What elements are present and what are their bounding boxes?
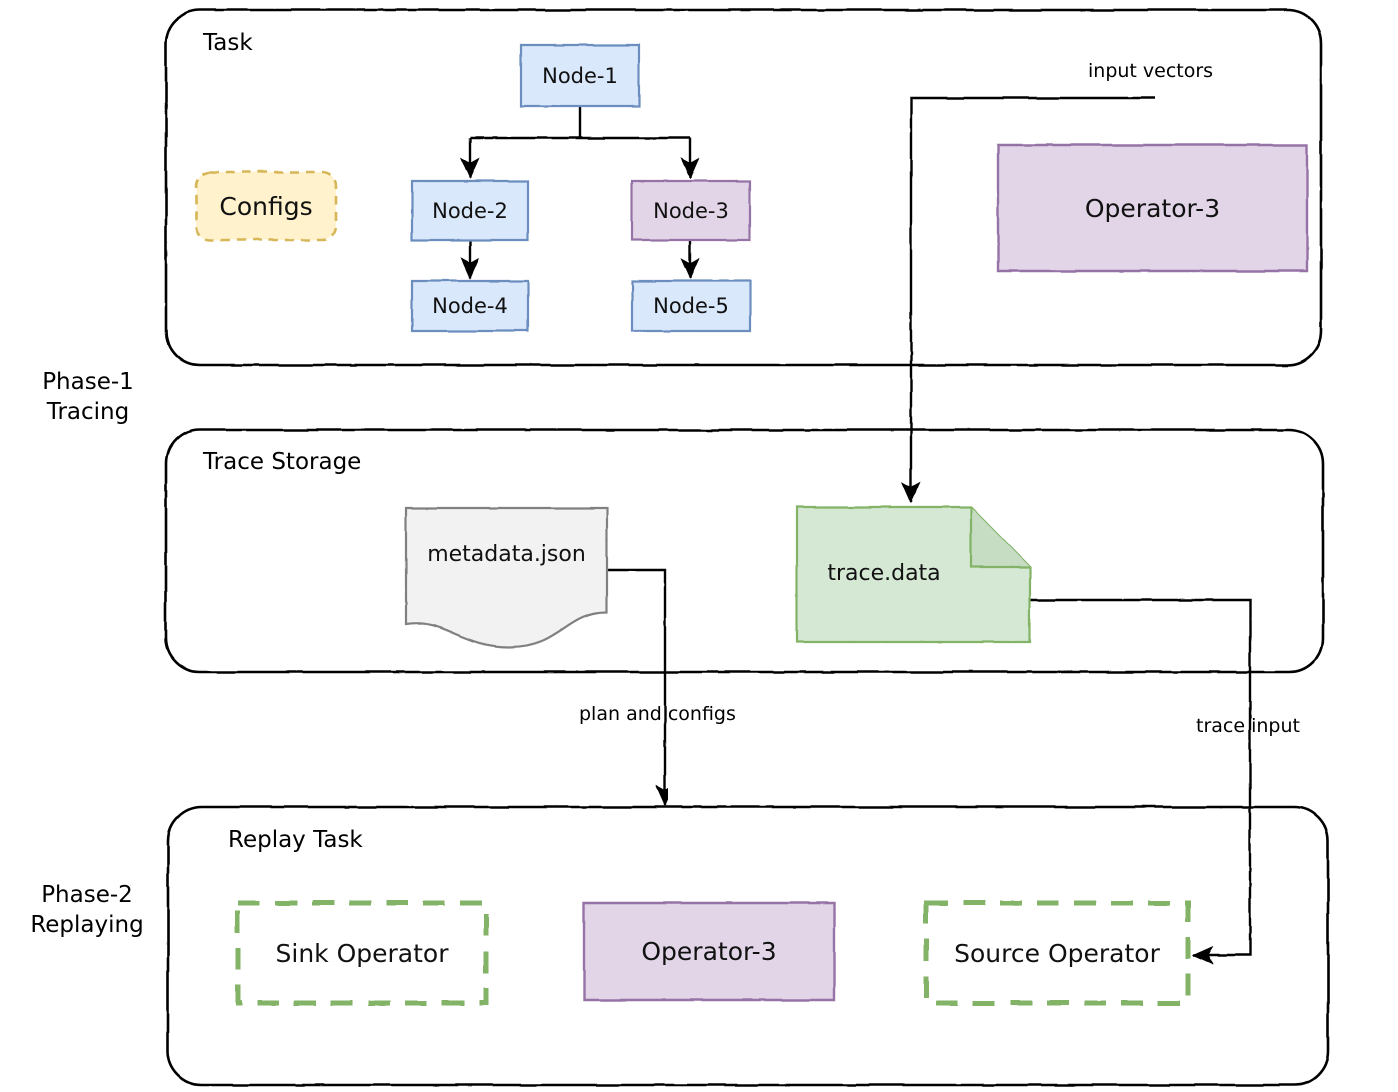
phase-2-line1: Phase-2	[41, 882, 133, 908]
sink-operator-label[interactable]: Sink Operator	[275, 938, 449, 968]
node-4-shape[interactable]	[410, 279, 530, 333]
edge-label-trace-input: trace input	[1196, 715, 1300, 737]
sink-operator-shape[interactable]	[235, 900, 489, 1006]
edge-label-input-vectors: input vectors	[1088, 60, 1214, 82]
node-2-shape[interactable]	[410, 179, 530, 242]
node-4-label[interactable]: Node-4	[432, 294, 508, 318]
container-replay-task-title: Replay Task	[228, 827, 363, 853]
operator-3-replay-label[interactable]: Operator-3	[641, 937, 777, 966]
node-5-label[interactable]: Node-5	[653, 294, 729, 318]
metadata-json-shape[interactable]	[404, 506, 609, 649]
operator-3-task-label[interactable]: Operator-3	[1084, 193, 1221, 223]
configs-shape[interactable]	[194, 170, 338, 242]
container-trace-storage-outline	[164, 428, 1325, 674]
source-operator-shape[interactable]	[923, 900, 1191, 1006]
edge-metadata-to-replay	[607, 568, 675, 807]
node-3-shape[interactable]	[630, 179, 752, 242]
edge-label-plan-and-configs: plan and configs	[579, 703, 736, 725]
edge-tracedata-to-source	[1030, 598, 1252, 965]
node-1-shape[interactable]	[519, 43, 641, 108]
edge-task-to-tracedata	[901, 96, 1155, 504]
operator-3-replay-shape[interactable]	[582, 901, 836, 1002]
configs-label[interactable]: Configs	[219, 191, 313, 221]
phase-2-label: Phase-2 Replaying	[12, 880, 162, 940]
node-3-label[interactable]: Node-3	[653, 198, 729, 223]
container-replay-task-outline	[166, 805, 1330, 1087]
metadata-json-label[interactable]: metadata.json	[427, 541, 586, 567]
trace-data-fold	[969, 507, 1030, 569]
node-1-label[interactable]: Node-1	[542, 63, 618, 88]
source-operator-label[interactable]: Source Operator	[954, 938, 1160, 968]
container-task-outline	[164, 8, 1323, 367]
trace-data-label[interactable]: trace.data	[827, 560, 941, 586]
container-trace-storage-title: Trace Storage	[203, 449, 362, 475]
phase-1-line2: Tracing	[46, 399, 130, 425]
operator-3-task-shape[interactable]	[996, 143, 1309, 273]
node-5-shape[interactable]	[630, 279, 752, 333]
node-2-label[interactable]: Node-2	[432, 198, 508, 223]
container-task-title: Task	[203, 30, 253, 56]
phase-1-label: Phase-1 Tracing	[18, 367, 158, 427]
phase-2-line2: Replaying	[30, 912, 144, 938]
phase-1-line1: Phase-1	[42, 369, 134, 395]
